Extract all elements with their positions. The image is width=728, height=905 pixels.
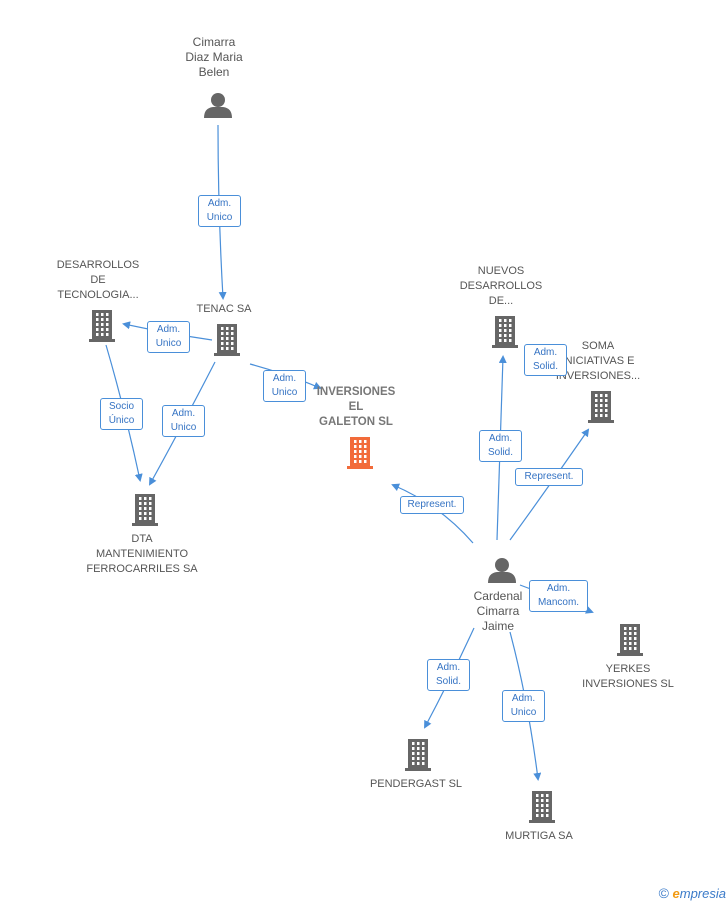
edge-label-line: Adm. [546, 583, 571, 594]
edge-label-tenac-dta[interactable]: Adm. Unico [162, 405, 205, 437]
edge-label-line: Adm. [533, 347, 558, 358]
node-label-pendergast[interactable]: PENDERGAST SL [360, 777, 472, 792]
edge-label-nuevos-solid[interactable]: Adm. Solid. [524, 344, 567, 376]
edge-label-line: Unico [170, 422, 197, 433]
building-icon[interactable] [89, 310, 115, 342]
edge-label-tenac-desarrollos[interactable]: Adm. Unico [147, 321, 190, 353]
edge-label-line: Unico [271, 387, 298, 398]
edge-label-cimarra-tenac[interactable]: Adm. Unico [198, 195, 241, 227]
edge-label-cardenal-galeton[interactable]: Represent. [400, 496, 464, 514]
building-icon[interactable] [529, 791, 555, 823]
label-line: INICIATIVAS E [561, 355, 635, 367]
building-icon[interactable] [132, 494, 158, 526]
building-icon[interactable] [588, 391, 614, 423]
brand-text: mpresia [679, 886, 726, 901]
edge-label-line: Adm. [171, 408, 196, 419]
node-label-cimarra-diaz[interactable]: Cimarra Diaz Maria Belen [164, 35, 264, 80]
label-line: INVERSIONES [316, 386, 396, 398]
edge-label-cardenal-pendergast[interactable]: Adm. Solid. [427, 659, 470, 691]
edge-label-line: Único [108, 415, 135, 426]
edge-label-line: Solid. [435, 676, 461, 687]
label-line: GALETON SL [319, 416, 393, 428]
brand-logo: © empresia [659, 885, 726, 901]
label-line: Jaime [481, 619, 514, 633]
label-line: TENAC SA [196, 303, 252, 315]
edge-cardenal-galeton [391, 483, 474, 544]
building-icon[interactable] [405, 739, 431, 771]
edge-label-line: Adm. [511, 693, 536, 704]
node-label-inversiones-galeton[interactable]: INVERSIONES EL GALETON SL [306, 385, 406, 430]
building-icon[interactable] [492, 316, 518, 348]
label-line: MURTIGA SA [505, 830, 573, 842]
edge-label-line: Unico [155, 338, 182, 349]
edge-label-line: Socio [108, 401, 134, 412]
label-line: DTA [131, 533, 153, 545]
edge-label-line: Unico [206, 212, 233, 223]
edge-label-line: Mancom. [537, 597, 580, 608]
building-icon[interactable] [214, 324, 240, 356]
label-line: Cimarra [476, 604, 520, 618]
label-line: DESARROLLOS [459, 280, 543, 292]
edge-label-line: Solid. [532, 361, 558, 372]
node-label-dta[interactable]: DTA MANTENIMIENTO FERROCARRILES SA [86, 532, 198, 577]
building-icon[interactable] [617, 624, 643, 656]
building-icon[interactable] [347, 437, 373, 469]
label-line: FERROCARRILES SA [86, 563, 198, 575]
edge-label-tenac-galeton[interactable]: Adm. Unico [263, 370, 306, 402]
node-label-cardenal[interactable]: Cardenal Cimarra Jaime [448, 589, 548, 634]
edge-label-line: Represent. [407, 499, 457, 510]
edge-label-line: Solid. [487, 447, 513, 458]
node-label-nuevos-desarrollos[interactable]: NUEVOS DESARROLLOS DE... [451, 264, 551, 309]
node-label-tenac[interactable]: TENAC SA [174, 302, 274, 317]
edge-label-cardenal-nuevos[interactable]: Adm. Solid. [479, 430, 522, 462]
edge-label-cardenal-yerkes[interactable]: Adm. Mancom. [529, 580, 588, 612]
label-line: SOMA [581, 340, 615, 352]
node-label-desarrollos-tecnologia[interactable]: DESARROLLOS DE TECNOLOGIA... [48, 258, 148, 303]
label-line: Diaz Maria [185, 50, 243, 64]
edge-label-line: Represent. [524, 471, 574, 482]
edge-label-desarrollos-dta[interactable]: Socio Único [100, 398, 143, 430]
label-line: Cimarra [192, 35, 236, 49]
edge-label-line: Adm. [436, 662, 461, 673]
edge-label-line: Adm. [488, 433, 513, 444]
label-line: MANTENIMIENTO [95, 548, 189, 560]
label-line: PENDERGAST SL [369, 778, 463, 790]
copyright-icon: © [658, 885, 669, 901]
person-icon[interactable] [488, 558, 516, 583]
label-line: DE... [488, 295, 514, 307]
brand-e: e [672, 886, 680, 901]
person-icon[interactable] [204, 93, 232, 118]
label-line: EL [348, 401, 364, 413]
label-line: DESARROLLOS [56, 259, 140, 271]
label-line: Belen [198, 65, 230, 79]
node-label-yerkes[interactable]: YERKES INVERSIONES SL [572, 662, 684, 692]
edge-label-line: Adm. [207, 198, 232, 209]
edge-label-line: Adm. [156, 324, 181, 335]
edge-label-line: Adm. [272, 373, 297, 384]
edge-label-cardenal-murtiga[interactable]: Adm. Unico [502, 690, 545, 722]
label-line: DE [90, 274, 106, 286]
edge-label-line: Unico [510, 707, 537, 718]
node-label-murtiga[interactable]: MURTIGA SA [489, 829, 589, 844]
label-line: Cardenal [473, 589, 523, 603]
label-line: INVERSIONES... [555, 370, 641, 382]
label-line: YERKES [605, 663, 651, 675]
label-line: INVERSIONES SL [582, 678, 674, 690]
node-label-soma[interactable]: SOMA INICIATIVAS E INVERSIONES... [548, 339, 648, 384]
edge-label-cardenal-soma[interactable]: Represent. [515, 468, 583, 486]
label-line: TECNOLOGIA... [57, 289, 139, 301]
label-line: NUEVOS [477, 265, 525, 277]
